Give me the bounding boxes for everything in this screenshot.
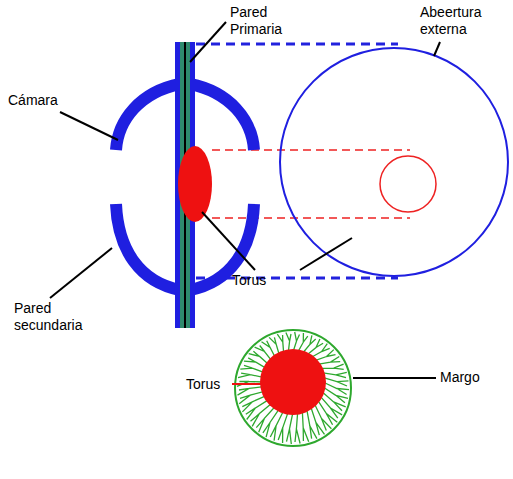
margo-strand (262, 341, 276, 358)
outer-aperture (280, 48, 508, 276)
projection-line (212, 217, 410, 219)
inner-aperture (380, 156, 436, 212)
margo-strand (270, 411, 283, 441)
margo-strand (238, 373, 263, 377)
leader-line (353, 377, 436, 379)
margo-strand (314, 350, 335, 361)
wall-label: Pared Primaria (230, 4, 308, 38)
leader-line (202, 212, 255, 270)
torus-label: Torus (232, 272, 292, 289)
margo-strand (255, 346, 272, 361)
margo-strand (263, 409, 280, 437)
margo-strand (302, 335, 315, 353)
margo-strand (307, 409, 317, 439)
margo-strand (302, 411, 308, 442)
margo-strand (295, 412, 300, 444)
leader-line (190, 22, 226, 62)
margo-strand (323, 382, 349, 395)
margo-strand (317, 357, 340, 365)
margo-strand (251, 403, 272, 426)
leader-line (50, 248, 112, 298)
margo-strands (237, 332, 349, 444)
margo-strand (317, 400, 337, 425)
margo-strand (256, 406, 275, 432)
margo-strand (293, 332, 300, 352)
secondary-wall (116, 204, 180, 290)
margo-strand (239, 391, 264, 403)
margo-strand (320, 364, 344, 369)
wall-label: Pared secundaria (14, 300, 110, 334)
margo-strand (320, 396, 342, 419)
leader-line (232, 383, 262, 385)
secondary-wall (190, 84, 254, 150)
margo-disc (235, 330, 351, 446)
leader-line (434, 42, 440, 56)
projection-line (196, 43, 398, 46)
margo-strand (240, 365, 264, 372)
margo-label: Margo (440, 369, 500, 386)
projection-line (212, 149, 410, 151)
margo-strand (287, 412, 294, 444)
chamber-label: Cámara (8, 92, 78, 109)
margo-strand (269, 337, 279, 355)
margo-strand (323, 377, 349, 386)
margo-strand (277, 334, 283, 353)
margo-strand (278, 412, 288, 443)
torus-label: Torus (186, 376, 236, 393)
torus-face (260, 349, 326, 415)
leader-line (300, 238, 352, 270)
aperture-label: Abeertura externa (420, 4, 508, 38)
torus-section (178, 146, 212, 222)
leader-line (60, 112, 118, 140)
margo-strand (238, 387, 264, 395)
secondary-wall (116, 84, 180, 150)
